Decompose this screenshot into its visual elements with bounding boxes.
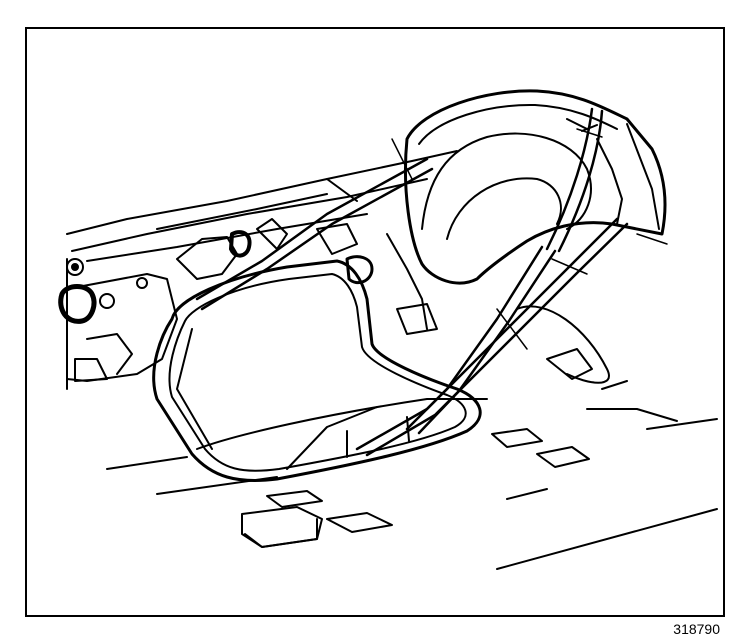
trunk-lid-illustration (58, 89, 718, 570)
leader-lines (391, 128, 668, 350)
left-body-structure (58, 258, 178, 390)
floor-pads (241, 428, 590, 548)
trunk-lid-opening (152, 259, 482, 483)
pad-block-3 (326, 512, 393, 533)
trunk-floor (106, 398, 718, 570)
pad-block-4 (491, 428, 543, 448)
raised-trunk-lid (404, 89, 667, 285)
pad-block-5 (536, 446, 590, 468)
torsion-rods (195, 107, 629, 457)
spare-tire-well (516, 305, 678, 422)
grommet-icon (58, 284, 97, 324)
hinge-assembly (176, 218, 438, 335)
figure-number: 318790 (673, 621, 720, 637)
diagram-frame (25, 27, 725, 617)
rear-window-panel (66, 150, 458, 262)
mount-bolt-icon (66, 258, 84, 276)
pad-block-2 (266, 490, 323, 508)
